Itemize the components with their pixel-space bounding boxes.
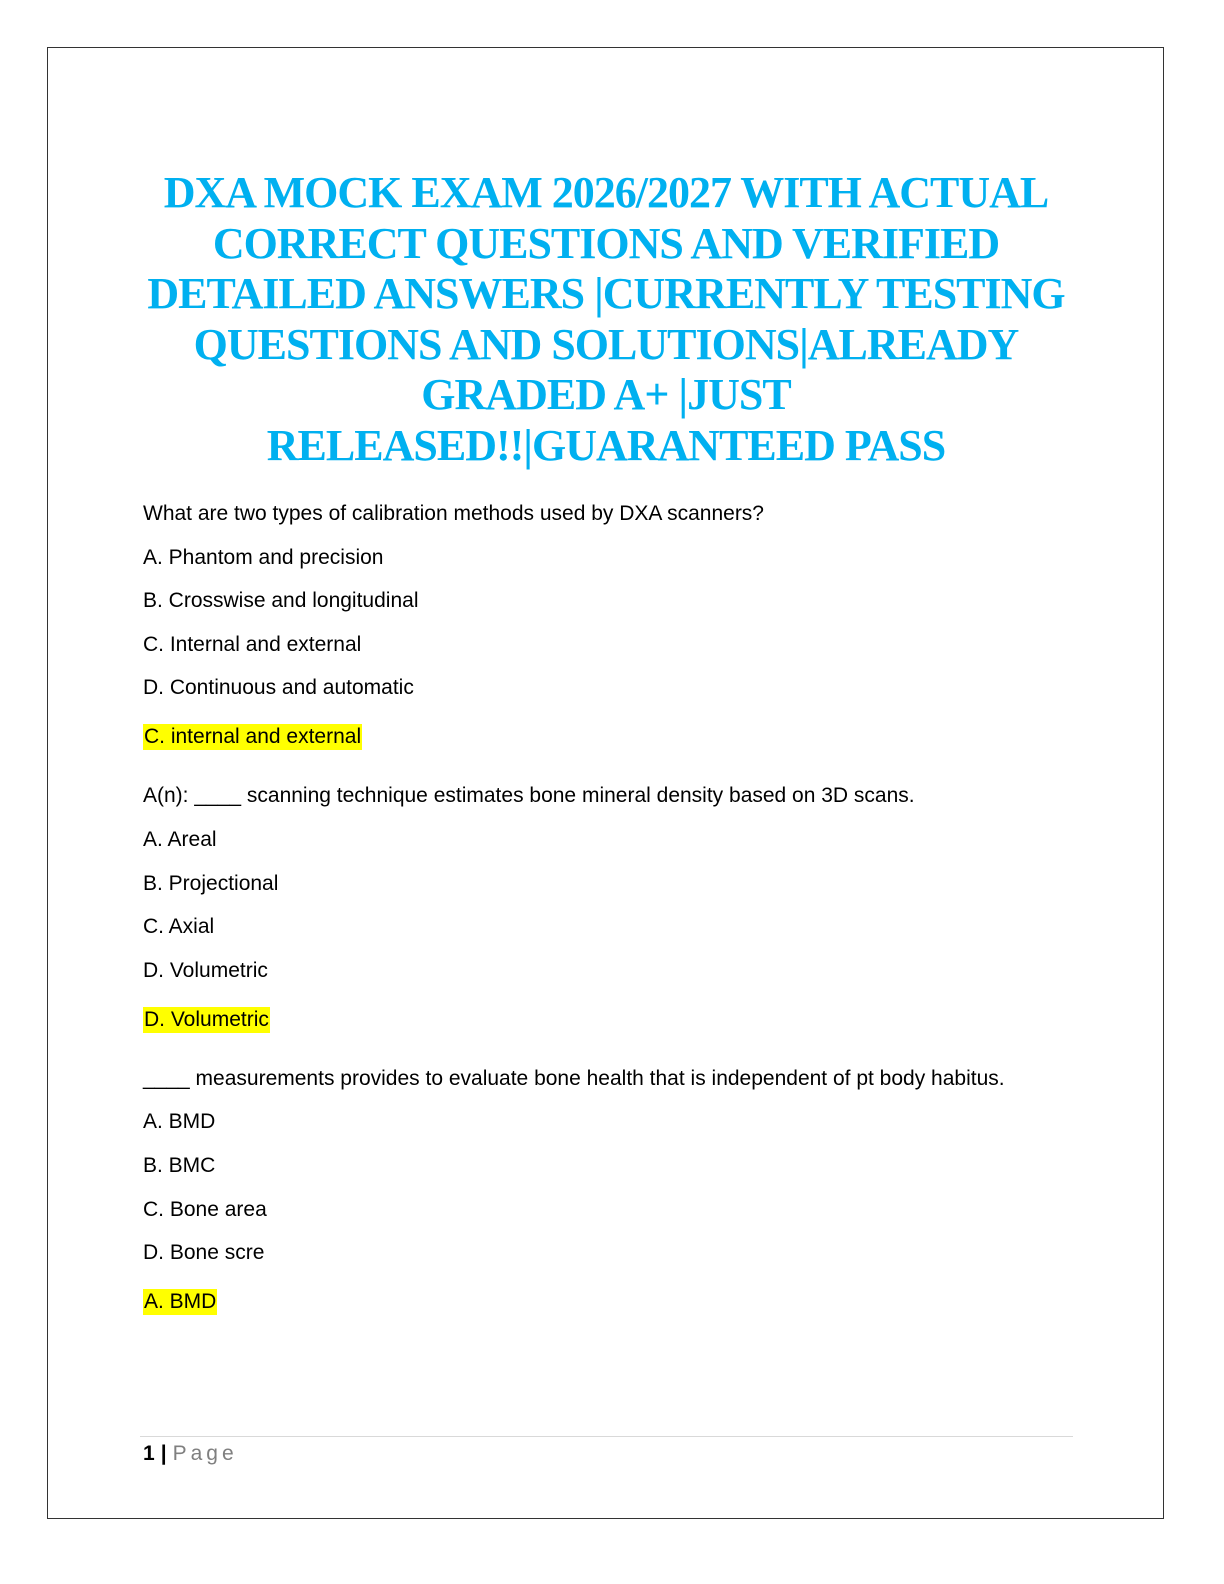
question-block: What are two types of calibration method… — [143, 497, 1103, 754]
answer-option: B. Crosswise and longitudinal — [143, 589, 419, 613]
correct-answer: A. BMD — [143, 1285, 1103, 1319]
questions-list: What are two types of calibration method… — [143, 497, 1103, 1344]
question-block: ____ measurements provides to evaluate b… — [143, 1062, 1103, 1319]
answer-option: C. Axial — [143, 915, 215, 939]
title-line: QUESTIONS AND SOLUTIONS|ALREADY — [193, 319, 1020, 369]
question-prompt: A(n): ____ scanning technique estimates … — [143, 784, 915, 808]
title-line: DXA MOCK EXAM 2026/2027 WITH ACTUAL — [163, 168, 1050, 217]
answer-option: D. Continuous and automatic — [143, 676, 414, 700]
answer-option: A. BMD — [143, 1110, 216, 1134]
question-block: A(n): ____ scanning technique estimates … — [143, 779, 1103, 1036]
correct-answer: D. Volumetric — [143, 1003, 1103, 1037]
title-line: DETAILED ANSWERS |CURRENTLY TESTING — [147, 269, 1065, 318]
answer-option: C. Bone area — [143, 1197, 267, 1221]
question-prompt: What are two types of calibration method… — [143, 502, 764, 525]
answer-option: D. Bone scre — [143, 1241, 265, 1265]
title-line: CORRECT QUESTIONS AND VERIFIED — [212, 218, 1000, 268]
correct-answer-highlight: A. BMD — [143, 1289, 218, 1316]
answer-option: A. Phantom and precision — [143, 545, 384, 569]
footer-divider — [140, 1436, 1073, 1437]
correct-answer-highlight: C. internal and external — [143, 724, 363, 751]
answer-option: B. BMC — [143, 1153, 216, 1177]
correct-answer-highlight: D. Volumetric — [143, 1006, 270, 1033]
title-line: GRADED A+ |JUST — [421, 370, 791, 419]
document-title: DXA MOCK EXAM 2026/2027 WITH ACTUAL CORR… — [120, 168, 1092, 471]
title-line: RELEASED!!|GUARANTEED PASS — [266, 420, 946, 470]
page-footer: 1|Page — [143, 1440, 238, 1468]
answer-option: A. Areal — [143, 827, 217, 851]
answer-option: C. Internal and external — [143, 632, 362, 656]
answer-option: B. Projectional — [143, 871, 279, 895]
correct-answer: C. internal and external — [143, 720, 1103, 754]
page-number: 1 — [143, 1442, 155, 1465]
answer-option: D. Volumetric — [143, 958, 268, 982]
question-prompt: ____ measurements provides to evaluate b… — [143, 1066, 1005, 1090]
page-border — [47, 47, 1164, 1519]
page-label: Page — [172, 1442, 238, 1465]
footer-separator: | — [160, 1442, 167, 1465]
